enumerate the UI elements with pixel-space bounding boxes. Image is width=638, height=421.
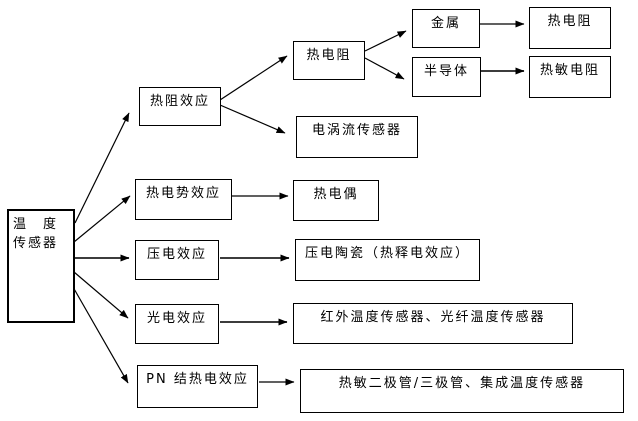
node-piezoelectric-effect: 压电效应 (135, 240, 219, 280)
node-temperature-sensor-line2: 传感器 (13, 236, 59, 251)
node-diode-integrated-sensors: 热敏二极管/三极管、集成温度传感器 (300, 369, 624, 413)
node-metal: 金属 (412, 9, 480, 48)
node-semiconductor: 半导体 (412, 57, 481, 97)
node-pn-junction-thermo-effect: PN 结热电效应 (137, 365, 258, 408)
node-eddy-current-sensor: 电涡流传感器 (296, 116, 418, 158)
node-ir-fiber-sensors: 红外温度传感器、光纤温度传感器 (293, 303, 573, 344)
arrow-thermal-resistor-to-metal (364, 30, 407, 52)
node-thermoelectric-potential-effect: 热电势效应 (135, 179, 232, 220)
node-temperature-sensor: 温 度 传感器 (7, 209, 75, 323)
node-photoelectric-effect: 光电效应 (135, 304, 219, 344)
arrow-thermal-resistance-to-thermal-resistor (219, 55, 288, 101)
arrow-root-to-thermoelectric-potential-effect (73, 195, 131, 243)
node-thermocouple: 热电偶 (293, 180, 379, 221)
arrow-thermal-resistance-to-eddy-current (219, 104, 286, 134)
node-temperature-sensor-line1: 温 度 (13, 217, 59, 232)
node-thermal-resistance-effect: 热阻效应 (139, 87, 221, 126)
arrow-root-to-thermal-resistance-effect (74, 112, 130, 224)
arrow-root-to-pn-junction-effect (72, 286, 129, 384)
arrow-thermal-resistor-to-semiconductor (364, 57, 405, 80)
node-metal-rtd: 热电阻 (529, 7, 611, 49)
node-thermal-resistor: 热电阻 (293, 41, 365, 80)
node-thermistor: 热敏电阻 (529, 56, 611, 98)
arrow-root-to-photoelectric-effect (73, 271, 129, 319)
node-piezo-ceramic: 压电陶瓷（热释电效应） (295, 239, 480, 281)
